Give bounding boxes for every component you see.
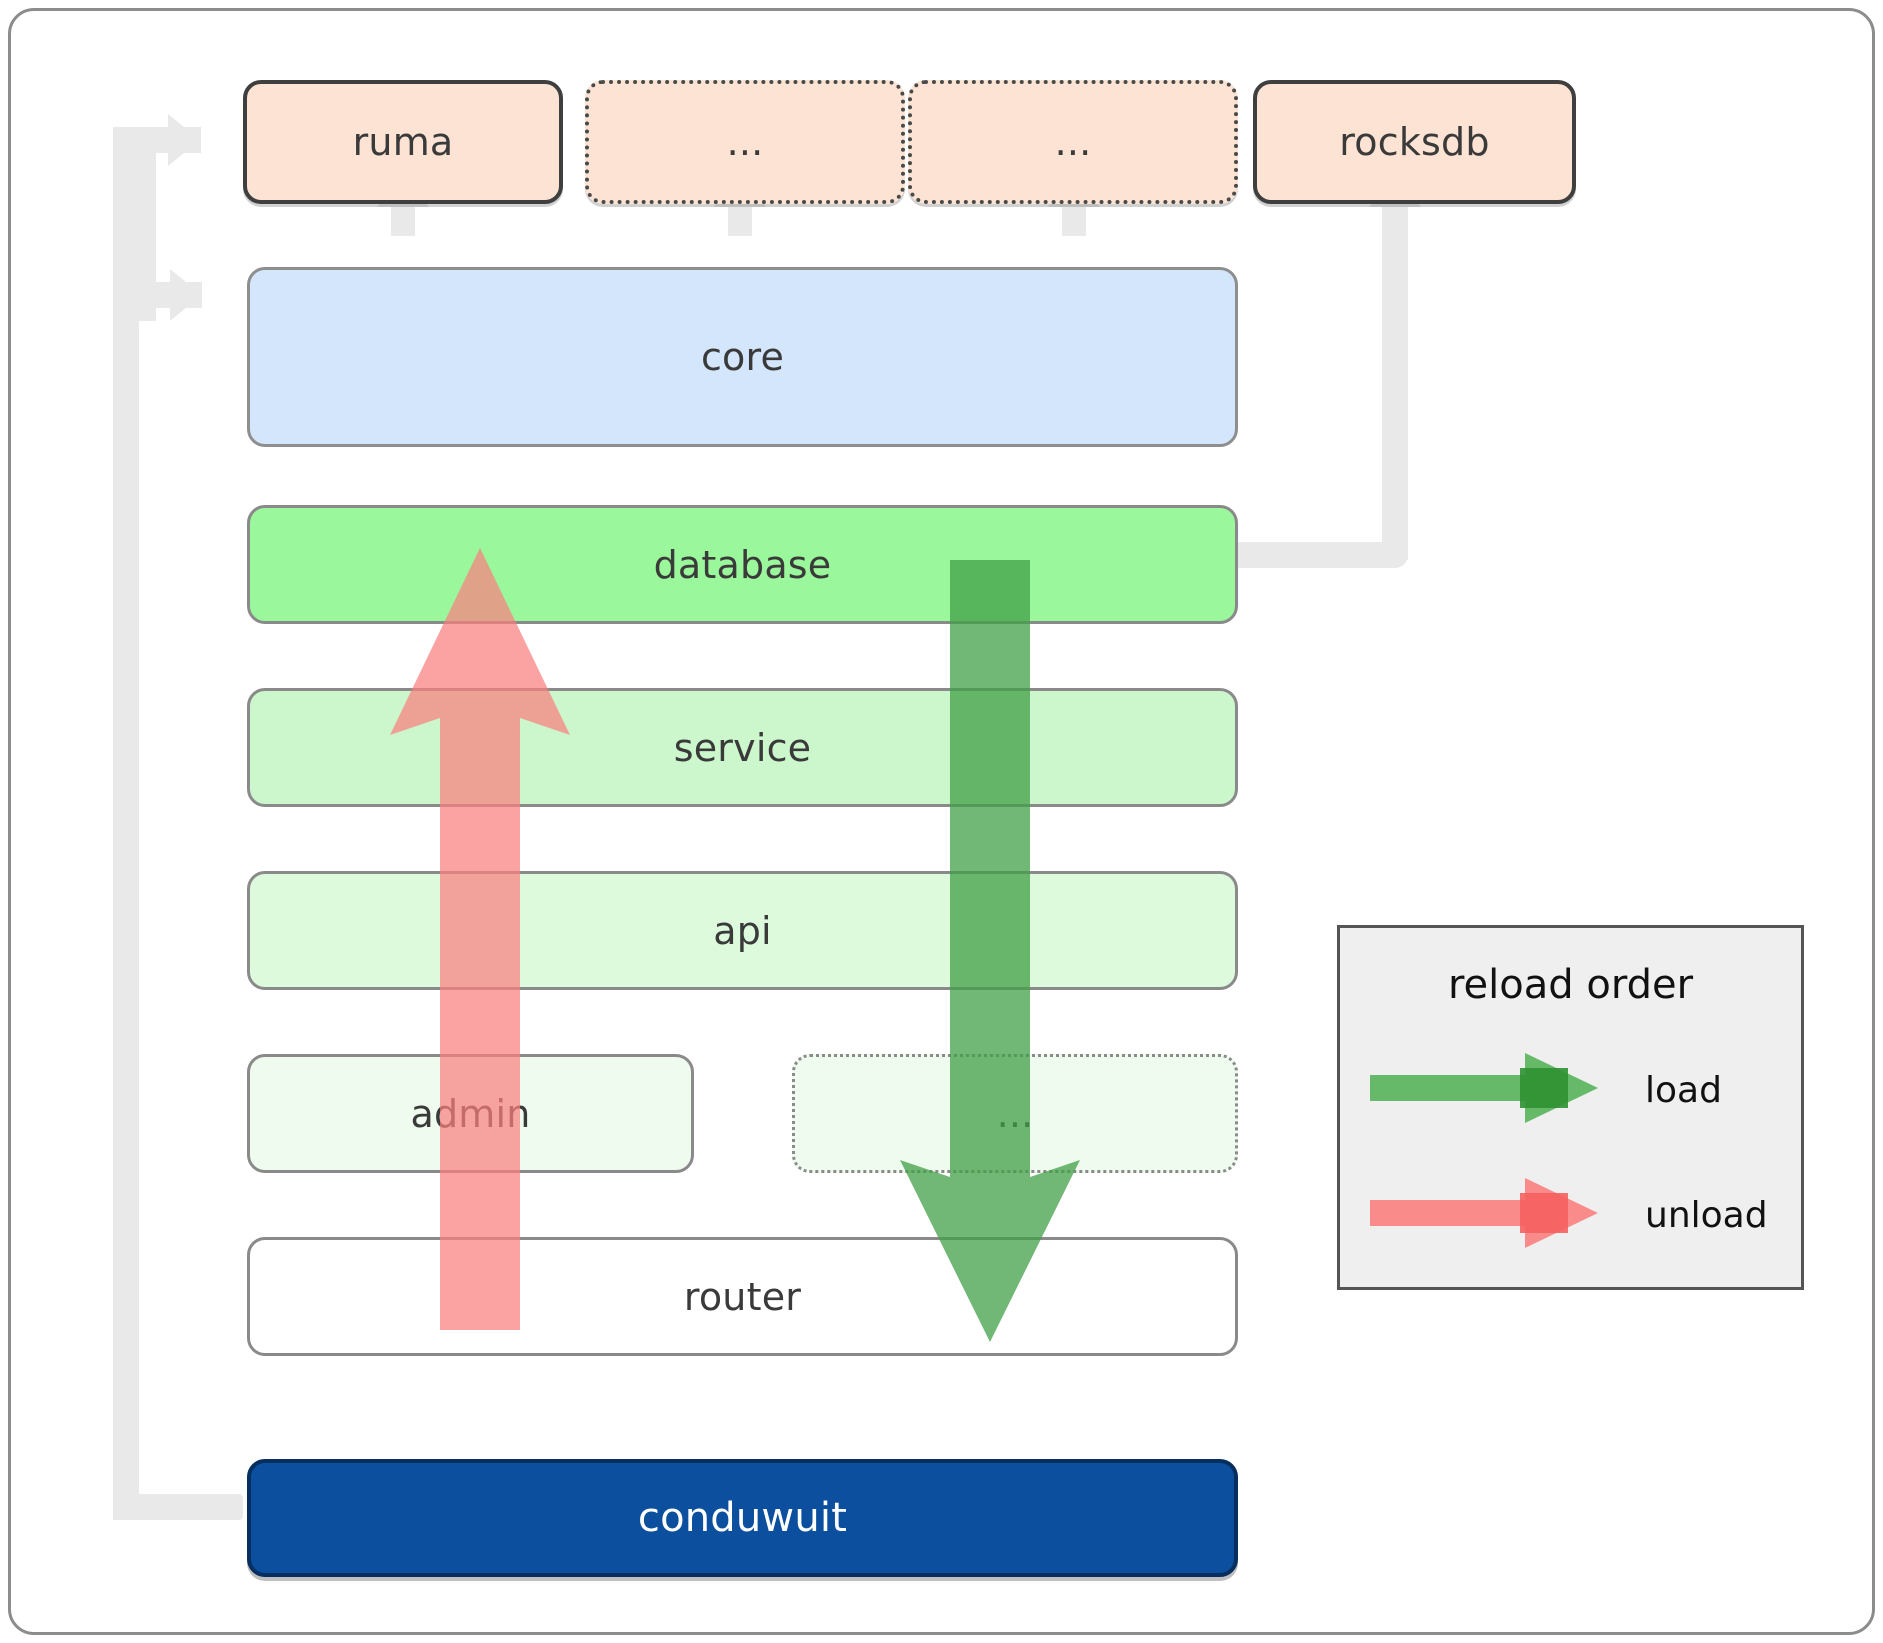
connector-trunk-vertical (113, 127, 139, 1520)
layer-label: api (713, 908, 772, 953)
connector-database-to-rocksdb-vertical (1382, 200, 1408, 560)
load-flow-arrow (890, 560, 1090, 1350)
connector-arrow-core (170, 269, 202, 321)
legend-label-unload: unload (1645, 1195, 1768, 1236)
dependency-label: ruma (352, 120, 454, 164)
legend-load-arrow (1370, 1048, 1600, 1128)
dependency-label: ... (726, 120, 764, 164)
layer-box-database[interactable]: database (247, 505, 1238, 624)
connector-arrow-ruma (168, 114, 200, 166)
legend-title: reload order (1447, 962, 1694, 1008)
layer-label: database (653, 542, 832, 587)
legend-unload-arrow (1370, 1173, 1600, 1253)
dependency-box-ruma[interactable]: ruma (243, 80, 563, 204)
unload-flow-arrow (380, 540, 580, 1330)
dependency-box-2[interactable]: ... (585, 80, 905, 204)
dependency-box-rocksdb[interactable]: rocksdb (1253, 80, 1576, 204)
dependency-label: ... (1054, 120, 1092, 164)
binary-label: conduwuit (637, 1495, 848, 1541)
layer-label: service (673, 725, 812, 770)
legend-label-load: load (1645, 1070, 1722, 1111)
router-box[interactable]: router (247, 1237, 1238, 1356)
legend-panel: reload order load unload (1337, 925, 1804, 1290)
dependency-label: rocksdb (1339, 120, 1490, 164)
core-box[interactable]: core (247, 267, 1238, 447)
layer-box-api[interactable]: api (247, 871, 1238, 990)
binary-box-conduwuit[interactable]: conduwuit (247, 1459, 1238, 1577)
dependency-box-3[interactable]: ... (908, 80, 1238, 204)
router-label: router (683, 1274, 802, 1319)
core-label: core (700, 335, 785, 379)
connector-trunk-to-binary (113, 1494, 243, 1520)
